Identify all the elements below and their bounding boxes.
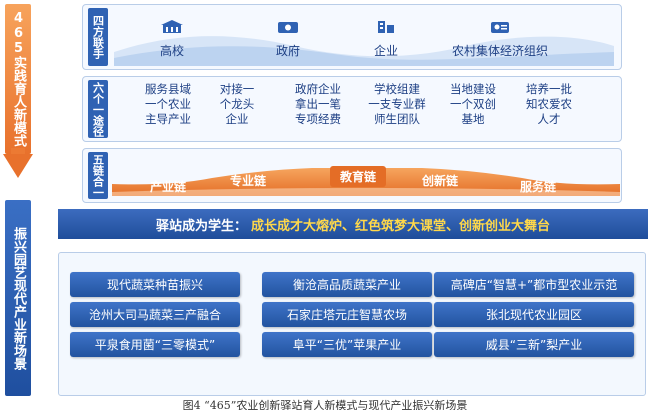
chain-item: 教育链	[330, 166, 387, 187]
slogan-prefix: 驿站成为学生：	[155, 218, 247, 234]
parties-tag: 四方联手	[88, 8, 108, 66]
scene-item: 张北现代农业园区	[434, 302, 634, 327]
parties-wave-background	[114, 36, 614, 66]
arrow-stem	[11, 148, 25, 156]
scene-item: 衡沧高品质蔬菜产业	[262, 272, 432, 297]
path-item: 对接一 个龙头 企业	[219, 82, 255, 126]
scene-item: 现代蔬菜种苗振兴	[70, 272, 240, 297]
scene-title-label: 振兴园艺现代产业新场景	[5, 200, 31, 396]
party-university: 高校	[160, 20, 184, 59]
path-item: 学校组建 一支专业群 师生团队	[368, 82, 426, 126]
paths-tag: 六个一途径	[88, 80, 108, 138]
scene-item: 沧州大司马蔬菜三产融合	[70, 302, 240, 327]
path-item: 培养一批 知农爱农 人才	[526, 82, 572, 126]
chain-item: 产业链	[150, 180, 187, 194]
chain-item: 服务链	[520, 180, 557, 194]
party-village-collective: 农村集体经济组织	[452, 20, 548, 59]
party-government: 政府	[276, 20, 300, 59]
chains-tag: 五链合一	[88, 152, 108, 199]
scene-item: 威县“三新”梨产业	[434, 332, 634, 357]
slogan-bar: 驿站成为学生： 成长成才大熔炉、红色筑梦大课堂、创新创业大舞台	[58, 209, 648, 239]
path-item: 服务县域 一个农业 主导产业	[145, 82, 191, 126]
village-collective-icon	[491, 22, 509, 33]
figure-caption: 图4 “465”农业创新驿站育人新模式与现代产业振兴新场景	[182, 399, 468, 410]
path-item: 当地建设 一个双创 基地	[450, 82, 496, 126]
university-icon	[161, 20, 183, 33]
enterprise-icon	[378, 21, 394, 33]
path-item: 政府企业 拿出一笔 专项经费	[295, 82, 341, 126]
chain-item: 专业链	[230, 174, 267, 188]
party-enterprise: 企业	[374, 20, 398, 59]
slogan-highlight: 成长成才大熔炉、红色筑梦大课堂、创新创业大舞台	[251, 218, 551, 234]
government-icon	[278, 22, 298, 33]
scene-item: 石家庄塔元庄智慧农场	[262, 302, 432, 327]
scene-item: 阜平“三优”苹果产业	[262, 332, 432, 357]
party-label: 政府	[276, 44, 301, 58]
party-label: 农村集体经济组织	[452, 44, 549, 58]
paths-section	[82, 76, 622, 142]
down-arrow-icon	[3, 154, 33, 178]
party-label: 高校	[160, 44, 185, 58]
scene-item: 平泉食用菌“三零模式”	[70, 332, 240, 357]
scene-item: 高碑店“智慧+”都市型农业示范	[434, 272, 634, 297]
model-title-label: 465实践育人新模式	[5, 4, 31, 154]
chain-item: 创新链	[422, 174, 459, 188]
party-label: 企业	[374, 44, 399, 58]
